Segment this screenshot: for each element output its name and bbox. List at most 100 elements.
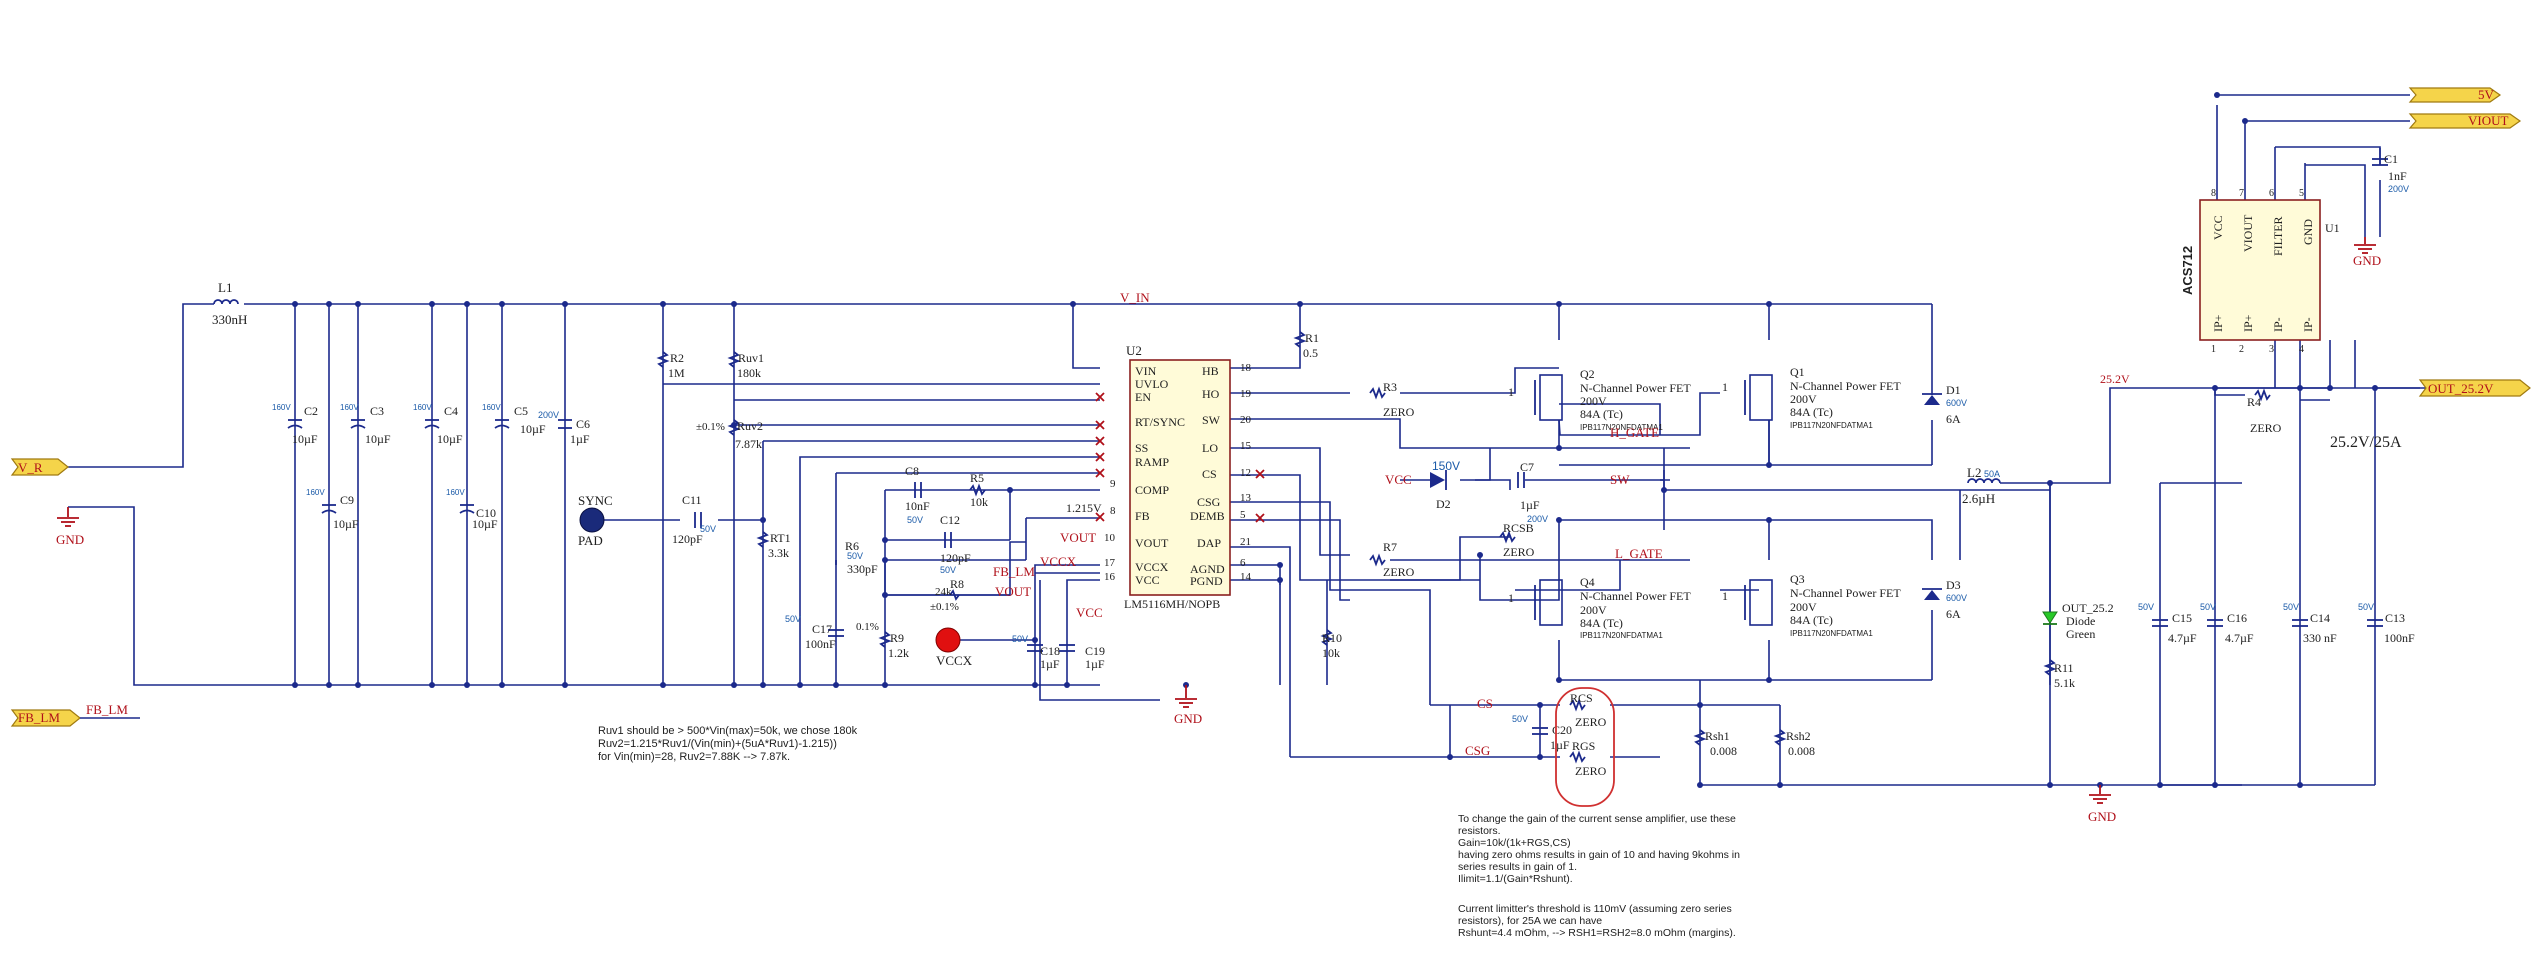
mosfet-q4: 1 Q4 N-Channel Power FET 200V 84A (Tc) I…	[1508, 575, 1691, 640]
c2-value: 10µF	[292, 432, 318, 446]
net-vccx: VCCX	[1040, 554, 1077, 569]
gnd-u2-label: GND	[1174, 711, 1202, 726]
q2-ref: Q2	[1580, 367, 1595, 381]
u2-ref: U2	[1126, 343, 1142, 358]
c6-volt: 200V	[538, 410, 559, 420]
c16-ref: C16	[2227, 611, 2247, 625]
c13-value: 100nF	[2384, 631, 2415, 645]
rsh2-ref: Rsh2	[1786, 729, 1811, 743]
u1-num-8: 8	[2211, 188, 2216, 199]
note-sense-line6: Ilimit=1.1/(Gain*Rshunt).	[1458, 873, 1573, 885]
note-sense-line1: To change the gain of the current sense …	[1458, 813, 1736, 825]
capacitor-c17: C17 100nF 50V	[785, 614, 844, 651]
port-out[interactable]: OUT_25.2V	[2418, 379, 2531, 397]
resistor-rcs: RCS ZERO	[1569, 691, 1607, 729]
gnd-out-label: GND	[2088, 809, 2116, 824]
u1-num-4: 4	[2299, 344, 2304, 355]
r9-tol: 0.1%	[856, 621, 879, 633]
u2-num-19: 19	[1240, 388, 1252, 400]
capacitor-c2: C2 10µF 160V	[272, 403, 318, 446]
q1-type: N-Channel Power FET	[1790, 379, 1901, 393]
u1-pin-vcc: VCC	[2211, 215, 2225, 240]
u2-pin-uvlo: UVLO	[1135, 377, 1169, 391]
rgs-value: ZERO	[1575, 764, 1607, 778]
note-sense-line5: series results in gain of 1.	[1458, 861, 1577, 873]
d2-value: 150V	[1432, 459, 1460, 473]
resistor-r4: R4 ZERO	[2247, 388, 2282, 435]
net-25-2v: 25.2V	[2100, 372, 2130, 386]
port-fb-lm[interactable]: FB_LM	[10, 709, 81, 727]
sync-pad[interactable]: SYNC PAD	[578, 493, 613, 548]
note-sense: To change the gain of the current sense …	[1458, 813, 1740, 939]
inductor-l2: L2 50A 2.6µH	[1962, 465, 2001, 506]
capacitor-c7: C7 1µF 200V	[1517, 460, 1548, 524]
c12-volt: 50V	[940, 565, 956, 575]
port-v-r[interactable]: V_R	[10, 458, 69, 476]
u2-num-8: 8	[1110, 505, 1116, 517]
c5-ref: C5	[514, 404, 528, 418]
r3-ref: R3	[1383, 380, 1397, 394]
q4-part: IPB117N20NFDATMA1	[1580, 631, 1663, 640]
rsh1-ref: Rsh1	[1705, 729, 1730, 743]
port-5v-label: 5V	[2478, 87, 2495, 102]
d3-volt: 600V	[1946, 593, 1967, 603]
c8-ref: C8	[905, 464, 919, 478]
note-sense-line10: Rshunt=4.4 mOhm, --> RSH1=RSH2=8.0 mOhm …	[1458, 927, 1736, 939]
u1-pin-ip2: IP+	[2241, 314, 2255, 332]
c1-value: 1nF	[2388, 169, 2407, 183]
u2-pin-lo: LO	[1202, 441, 1218, 455]
r1-ref: R1	[1305, 331, 1319, 345]
d3-ref: D3	[1946, 578, 1961, 592]
d1-ref: D1	[1946, 383, 1961, 397]
note-sense-line2: resistors.	[1458, 825, 1501, 837]
u2-num-15: 15	[1240, 440, 1252, 452]
u1-num-5: 5	[2299, 188, 2304, 199]
c4-value: 10µF	[437, 432, 463, 446]
r8-ref: R8	[950, 577, 964, 591]
c9-volt: 160V	[306, 488, 325, 497]
c12-ref: C12	[940, 513, 960, 527]
c17-value: 100nF	[805, 637, 836, 651]
resistor-r1: R1 0.5	[1293, 331, 1319, 360]
resistor-rcsb: RCSB ZERO	[1499, 521, 1535, 559]
c9-value: 10µF	[333, 517, 359, 531]
c7-value: 1µF	[1520, 498, 1540, 512]
sense-resistor-highlight	[1555, 687, 1615, 807]
c20-volt: 50V	[1512, 714, 1528, 724]
u2-pin-comp: COMP	[1135, 483, 1169, 497]
r7-value: ZERO	[1383, 565, 1415, 579]
q2-type: N-Channel Power FET	[1580, 381, 1691, 395]
port-5v[interactable]: 5V	[2408, 87, 2502, 103]
ruv2-tol: ±0.1%	[696, 421, 725, 433]
c12-value: 120pF	[940, 551, 971, 565]
r6-value: 330pF	[847, 562, 878, 576]
vccx-pad[interactable]: VCCX	[935, 627, 973, 668]
net-fb-lm-left: FB_LM	[86, 702, 128, 717]
u1-num-1: 1	[2211, 344, 2216, 355]
note-sense-line3: Gain=10k/(1k+RGS,CS)	[1458, 837, 1571, 849]
note-uvlo-line1: Ruv1 should be > 500*Vin(max)=50k, we ch…	[598, 725, 858, 737]
c20-ref: C20	[1552, 723, 1572, 737]
c10-value: 10µF	[472, 517, 498, 531]
r6-ref: R6	[845, 539, 859, 553]
u2-part: LM5116MH/NOPB	[1124, 597, 1220, 611]
q1-part: IPB117N20NFDATMA1	[1790, 421, 1873, 430]
resistor-rgs: RGS ZERO	[1569, 739, 1607, 778]
u2-pin-pgnd: PGND	[1190, 574, 1223, 588]
c18-volt: 50V	[1012, 634, 1028, 644]
gnd-left-label: GND	[56, 532, 84, 547]
capacitor-c12: C12 120pF 50V	[940, 513, 971, 575]
led-line1: Diode	[2066, 614, 2095, 628]
rcsb-value: ZERO	[1503, 545, 1535, 559]
q3-type: N-Channel Power FET	[1790, 586, 1901, 600]
r2-value: 1M	[668, 366, 685, 380]
net-labels: V_IN H_GATE L_GATE SW VCC VCC VCCX VOUT …	[993, 290, 2402, 758]
ruv1-value: 180k	[737, 366, 761, 380]
mosfet-q3: 1 Q3 N-Channel Power FET 200V 84A (Tc) I…	[1722, 572, 1901, 638]
q1-volt: 200V	[1790, 392, 1817, 406]
r7-ref: R7	[1383, 540, 1397, 554]
sync-pad-value: PAD	[578, 533, 603, 548]
port-viout[interactable]: VIOUT	[2408, 113, 2522, 129]
c17-ref: C17	[812, 622, 832, 636]
